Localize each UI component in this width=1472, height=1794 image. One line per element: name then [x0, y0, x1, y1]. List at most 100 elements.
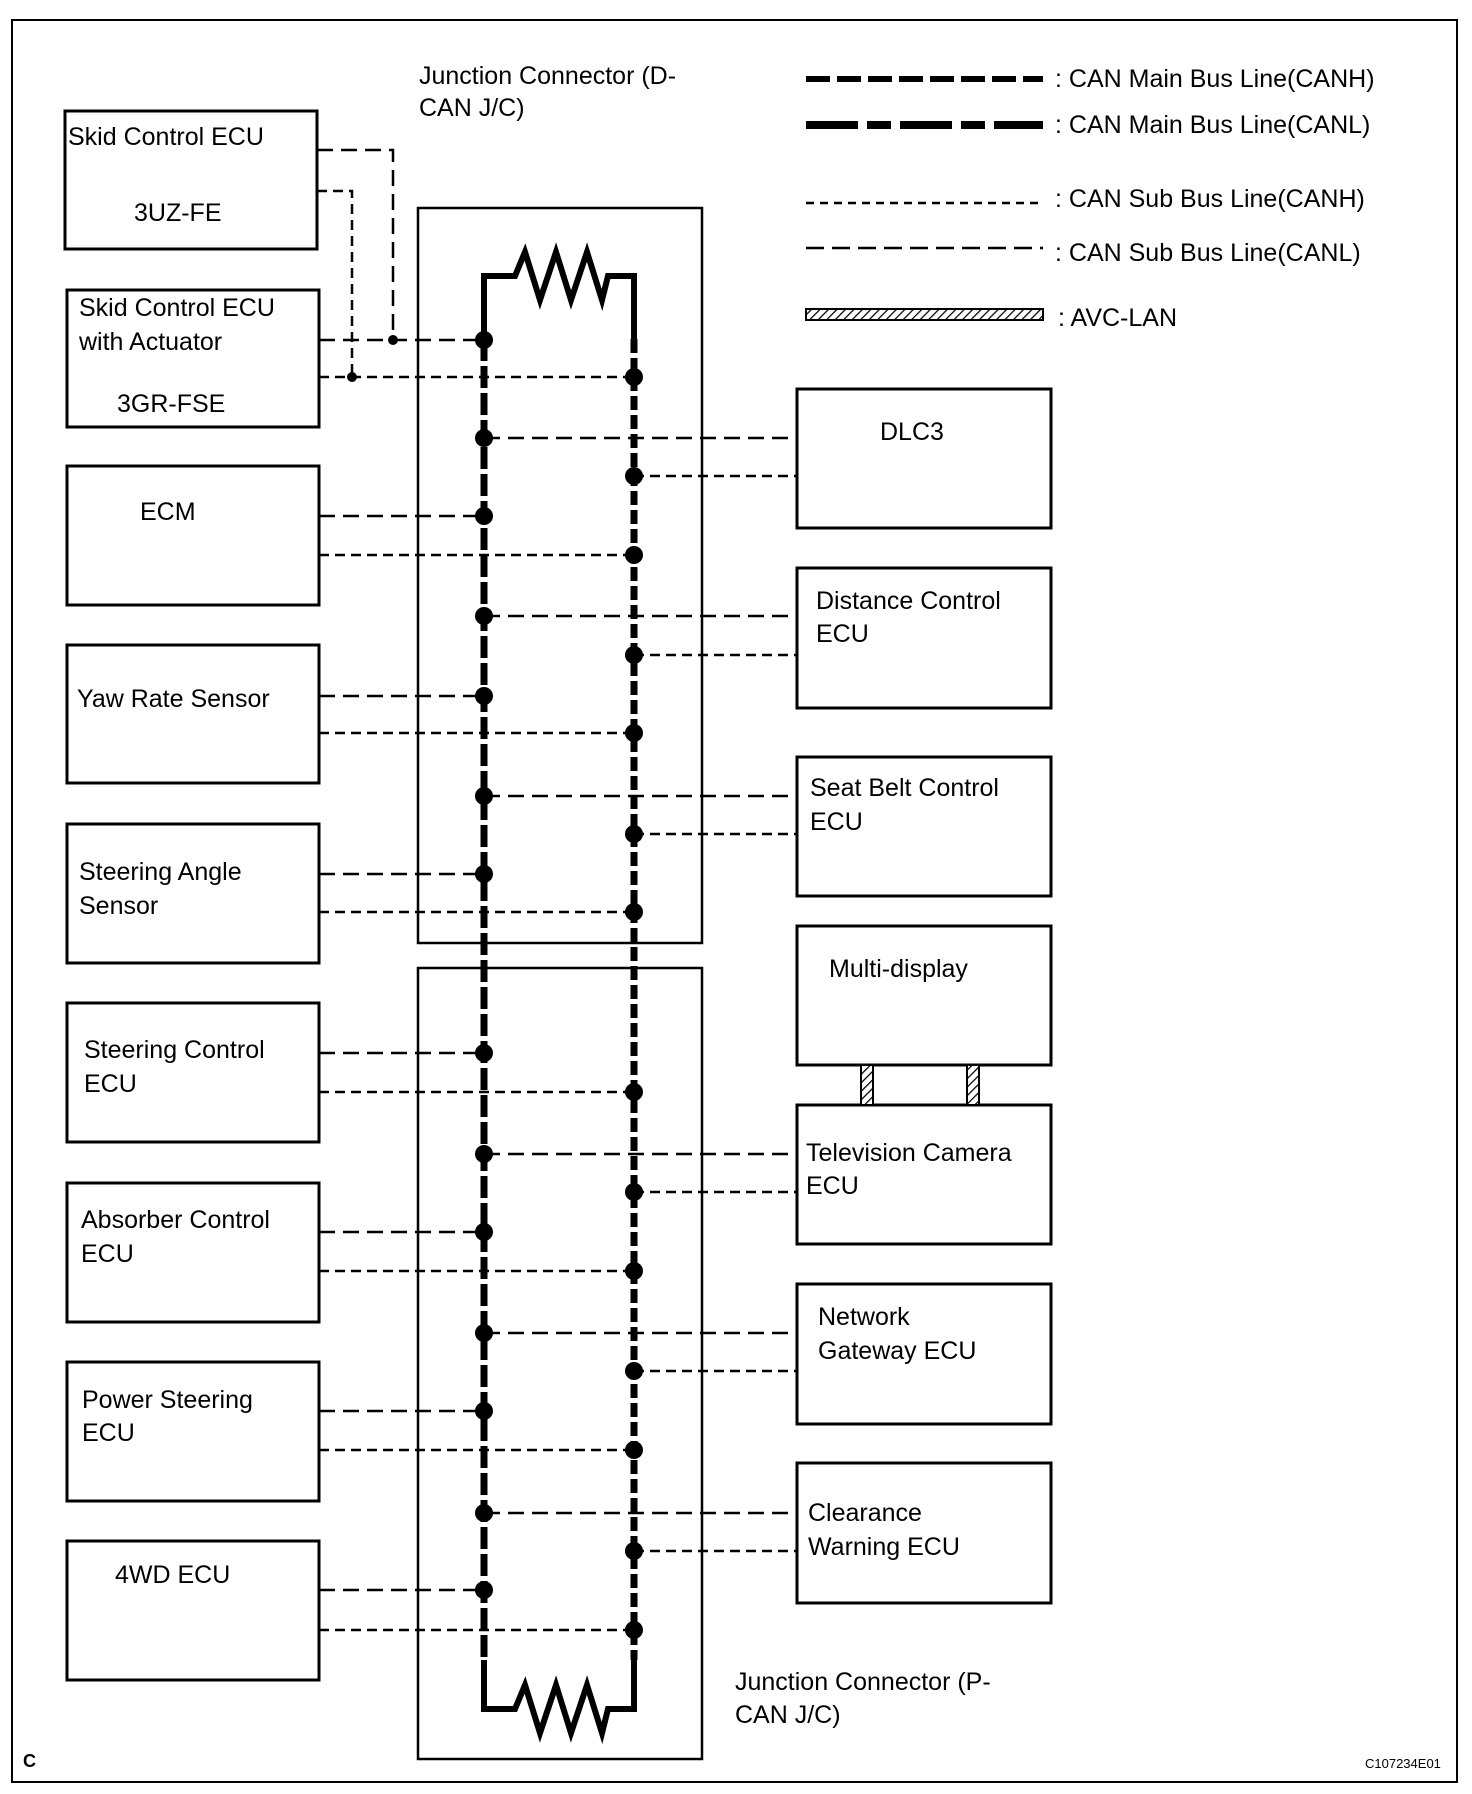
- bus-node-yaw-rate-sensor-canh: [475, 687, 493, 705]
- seat-belt-control-ecu-box: [795, 755, 1053, 898]
- legend: [805, 76, 1044, 321]
- bus-node-distance-control-ecu-canl: [625, 646, 643, 664]
- right-ecu-group: [795, 387, 1053, 1605]
- d-can-jc-label-line1: Junction Connector (D-: [419, 62, 676, 90]
- bus-node-steering-angle-sensor-canl: [625, 903, 643, 921]
- legend-label-can-main-canh: : CAN Main Bus Line(CANH): [1055, 65, 1375, 93]
- skid-control-ecu-3uz-box: [63, 109, 319, 251]
- bus-node-skid-actuator-3gr-canh: [475, 331, 493, 349]
- dlc3-box: [795, 387, 1053, 530]
- avc-lan-link-right: [966, 1064, 980, 1106]
- multi-display-label: Multi-display: [829, 955, 968, 983]
- network-gateway-ecu-label-2: Gateway ECU: [818, 1337, 976, 1365]
- bus-node-ecm-canh: [475, 507, 493, 525]
- dlc3-label: DLC3: [880, 418, 944, 446]
- seat-belt-control-ecu-label-1: Seat Belt Control: [810, 774, 999, 802]
- bus-node-skid-actuator-3gr-canl: [625, 368, 643, 386]
- avc-lan-link-left: [860, 1064, 874, 1106]
- can-main-bus: [480, 242, 638, 1745]
- bus-node-ecm-canl: [625, 546, 643, 564]
- steering-control-ecu-label-1: Steering Control: [84, 1036, 265, 1064]
- splice-dot-skid-canl: [347, 372, 357, 382]
- steering-control-ecu-label-2: ECU: [84, 1070, 137, 1098]
- bus-node-steering-control-ecu-canh: [475, 1044, 493, 1062]
- skid-control-ecu-3uz-label-2: 3UZ-FE: [134, 199, 222, 227]
- figure-code: C107234E01: [1365, 1756, 1441, 1771]
- clearance-warning-ecu-label-2: Warning ECU: [808, 1533, 960, 1561]
- legend-label-can-sub-canh: : CAN Sub Bus Line(CANH): [1055, 185, 1365, 213]
- bus-node-clearance-warning-ecu-canh: [475, 1504, 493, 1522]
- left-ecu-group: [63, 109, 321, 1682]
- bus-node-television-camera-ecu-canl: [625, 1183, 643, 1201]
- seat-belt-control-ecu-label-2: ECU: [810, 808, 863, 836]
- distance-control-ecu-label-2: ECU: [816, 620, 869, 648]
- skid-control-ecu-actuator-label-1: Skid Control ECU: [79, 294, 275, 322]
- sub-line-skid-3uz-canl: [317, 189, 354, 377]
- termination-resistor-bottom: [481, 1660, 637, 1745]
- skid-control-ecu-actuator-label-3: 3GR-FSE: [117, 390, 225, 418]
- bus-node-steering-control-ecu-canl: [625, 1083, 643, 1101]
- steering-control-ecu-box: [65, 1001, 321, 1144]
- d-can-jc-label-line2: CAN J/C): [419, 94, 525, 122]
- corner-label: C: [23, 1751, 36, 1771]
- bus-node-yaw-rate-sensor-canl: [625, 724, 643, 742]
- ecm-label: ECM: [140, 498, 196, 526]
- p-can-junction-box: [416, 966, 704, 1761]
- skid-control-ecu-3uz-label-1: Skid Control ECU: [68, 123, 264, 151]
- 4wd-ecu-label: 4WD ECU: [115, 1561, 230, 1589]
- bus-node-network-gateway-ecu-canh: [475, 1324, 493, 1342]
- bus-node-4wd-ecu-canh: [475, 1581, 493, 1599]
- bus-node-network-gateway-ecu-canl: [625, 1362, 643, 1380]
- d-can-junction-box: [416, 206, 704, 945]
- television-camera-ecu-box: [795, 1103, 1053, 1246]
- television-camera-ecu-label-2: ECU: [806, 1172, 859, 1200]
- skid-control-ecu-actuator-3gr-box: [65, 288, 321, 429]
- distance-control-ecu-box: [795, 566, 1053, 710]
- yaw-rate-sensor-box: [65, 643, 321, 785]
- absorber-control-ecu-label-1: Absorber Control: [81, 1206, 270, 1234]
- power-steering-ecu-box: [65, 1360, 321, 1503]
- bus-node-4wd-ecu-canl: [625, 1621, 643, 1639]
- power-steering-ecu-label-2: ECU: [82, 1419, 135, 1447]
- power-steering-ecu-label-1: Power Steering: [82, 1386, 253, 1414]
- network-gateway-ecu-label-1: Network: [818, 1303, 910, 1331]
- television-camera-ecu-label-1: Television Camera: [806, 1139, 1012, 1167]
- legend-label-can-main-canl: : CAN Main Bus Line(CANL): [1055, 111, 1370, 139]
- ecm-box: [65, 464, 321, 607]
- bus-node-absorber-control-ecu-canl: [625, 1262, 643, 1280]
- multi-display-box: [795, 924, 1053, 1067]
- legend-label-can-sub-canl: : CAN Sub Bus Line(CANL): [1055, 239, 1361, 267]
- bus-node-seat-belt-control-ecu-canh: [475, 787, 493, 805]
- steering-angle-sensor-label-2: Sensor: [79, 892, 158, 920]
- steering-angle-sensor-label-1: Steering Angle: [79, 858, 242, 886]
- legend-symbol-avc-lan: [805, 308, 1044, 321]
- can-sub-bus-lines: [317, 148, 797, 1632]
- legend-label-avc-lan: : AVC-LAN: [1058, 304, 1177, 332]
- steering-angle-sensor-box: [65, 822, 321, 965]
- bus-node-dlc3-canl: [625, 467, 643, 485]
- splice-dot-skid-canh: [388, 335, 398, 345]
- bus-node-dlc3-canh: [475, 429, 493, 447]
- bus-node-television-camera-ecu-canh: [475, 1145, 493, 1163]
- absorber-control-ecu-label-2: ECU: [81, 1240, 134, 1268]
- diagram-frame: [11, 19, 1458, 1783]
- sub-line-skid-3uz-canh: [317, 148, 395, 340]
- skid-control-ecu-actuator-label-2: with Actuator: [78, 328, 222, 356]
- bus-node-steering-angle-sensor-canh: [475, 865, 493, 883]
- bus-node-distance-control-ecu-canh: [475, 607, 493, 625]
- bus-node-clearance-warning-ecu-canl: [625, 1542, 643, 1560]
- p-can-jc-label-line2: CAN J/C): [735, 1701, 841, 1729]
- clearance-warning-ecu-label-1: Clearance: [808, 1499, 922, 1527]
- distance-control-ecu-label-1: Distance Control: [816, 587, 1001, 615]
- yaw-rate-sensor-label: Yaw Rate Sensor: [77, 685, 270, 713]
- termination-resistor-top: [481, 242, 637, 339]
- 4wd-ecu-box: [65, 1539, 321, 1682]
- absorber-control-ecu-box: [65, 1181, 321, 1324]
- bus-node-absorber-control-ecu-canh: [475, 1223, 493, 1241]
- bus-node-power-steering-ecu-canl: [625, 1441, 643, 1459]
- p-can-jc-label-line1: Junction Connector (P-: [735, 1668, 991, 1696]
- clearance-warning-ecu-box: [795, 1461, 1053, 1605]
- network-gateway-ecu-box: [795, 1282, 1053, 1426]
- bus-node-power-steering-ecu-canh: [475, 1402, 493, 1420]
